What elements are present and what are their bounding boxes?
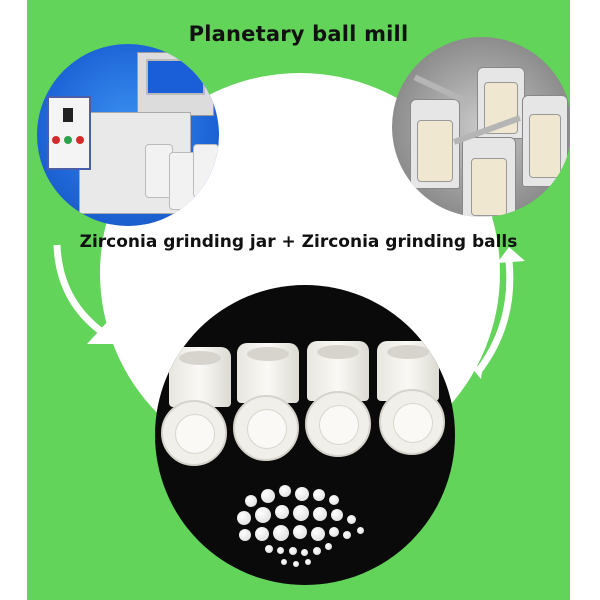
zirconia-jar: [529, 114, 561, 178]
lid-center: [247, 409, 287, 449]
grinding-ball: [255, 527, 269, 541]
jar-lid: [379, 389, 445, 455]
grinding-ball: [237, 511, 251, 525]
subtitle: Zirconia grinding jar + Zirconia grindin…: [79, 232, 518, 252]
grinding-ball: [281, 559, 287, 565]
grinding-ball: [331, 509, 343, 521]
zirconia-jar: [417, 120, 453, 182]
jar-lid: [233, 395, 299, 461]
grinding-ball: [313, 489, 325, 501]
lid-center: [393, 403, 433, 443]
grinding-ball: [357, 527, 364, 534]
grinding-ball: [293, 561, 299, 567]
title: Planetary ball mill: [188, 22, 409, 46]
mill-window: [146, 59, 205, 95]
curved-arrow-up-icon: [471, 247, 525, 379]
green-background-panel: Planetary ball mill Zirc: [27, 0, 570, 600]
grinding-ball: [277, 547, 284, 554]
grinding-ball: [329, 527, 339, 537]
curved-arrow-down-icon: [53, 244, 115, 344]
lid-center: [319, 405, 359, 445]
grinding-ball: [261, 489, 275, 503]
zirconia-jar: [169, 347, 231, 407]
red-button-icon: [76, 136, 84, 144]
jar-opening: [317, 345, 359, 359]
grinding-ball: [343, 531, 351, 539]
clamped-jars-photo: [392, 37, 570, 217]
planetary-ball-mill-photo: [37, 44, 219, 226]
grinding-ball: [329, 495, 339, 505]
grinding-ball: [301, 549, 308, 556]
jar-opening: [387, 345, 429, 359]
grinding-ball: [265, 545, 273, 553]
mill-control-panel: [47, 96, 91, 170]
grinding-ball: [289, 547, 297, 555]
zirconia-jars-and-balls-photo: [155, 285, 455, 585]
grinding-ball: [279, 485, 291, 497]
red-button-icon: [52, 136, 60, 144]
grinding-ball: [305, 559, 311, 565]
grinding-balls-pile: [225, 475, 395, 575]
grinding-ball: [313, 547, 321, 555]
mill-display: [63, 108, 73, 122]
grinding-ball: [273, 525, 289, 541]
grinding-ball: [311, 527, 325, 541]
jar-lid: [161, 400, 227, 466]
grinding-ball: [295, 487, 309, 501]
mill-jar: [193, 144, 219, 198]
grinding-ball: [245, 495, 257, 507]
lid-center: [175, 414, 215, 454]
grinding-ball: [325, 543, 332, 550]
zirconia-jar: [237, 343, 299, 403]
grinding-ball: [293, 525, 307, 539]
jar-holder: [462, 137, 516, 217]
jar-holder: [522, 95, 568, 187]
jar-opening: [179, 351, 221, 365]
mill-lid: [137, 52, 214, 116]
jar-lid: [305, 391, 371, 457]
grinding-ball: [313, 507, 327, 521]
zirconia-jar: [471, 158, 507, 216]
green-button-icon: [64, 136, 72, 144]
grinding-ball: [347, 515, 356, 524]
jar-opening: [247, 347, 289, 361]
grinding-ball: [293, 505, 309, 521]
jar-holder: [410, 99, 460, 189]
grinding-ball: [275, 505, 289, 519]
grinding-ball: [255, 507, 271, 523]
grinding-ball: [239, 529, 251, 541]
